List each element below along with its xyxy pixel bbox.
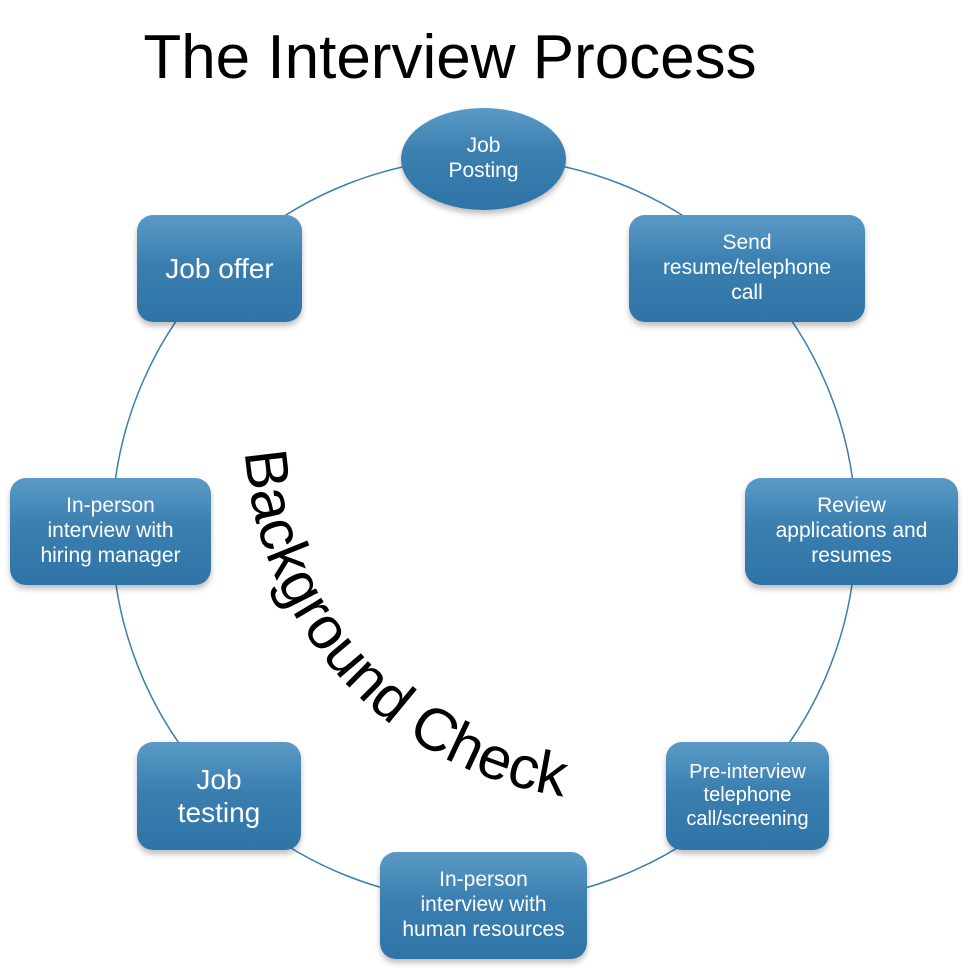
page-title: The Interview Process: [143, 23, 757, 92]
step-job-posting: Job Posting: [401, 108, 566, 210]
step-pre-interview-screening: Pre-interview telephone call/screening: [666, 742, 829, 850]
step-job-offer: Job offer: [137, 215, 302, 322]
step-manager-interview: In-person interview with hiring manager: [10, 478, 211, 585]
step-send-resume: Send resume/telephone call: [629, 215, 865, 322]
step-job-testing: Job testing: [137, 742, 301, 850]
step-review-applications: Review applications and resumes: [745, 478, 958, 585]
step-hr-interview: In-person interview with human resources: [380, 852, 587, 959]
